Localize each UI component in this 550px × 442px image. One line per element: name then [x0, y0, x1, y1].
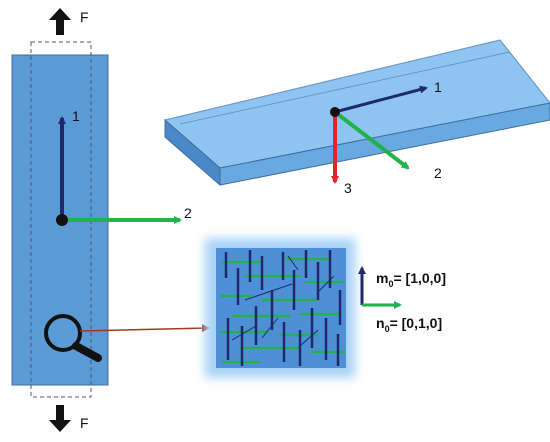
plate-axis-2-arrow — [333, 110, 410, 170]
plate-axis-1-arrow — [334, 85, 428, 114]
plate-axis-2-label: 2 — [434, 165, 442, 181]
plate-axis-1-label: 1 — [434, 79, 442, 95]
force-arrow-bottom — [49, 405, 71, 432]
plate-axis-3-label: 3 — [344, 180, 352, 196]
specimen-dashed-outline — [30, 41, 92, 398]
magnifying-glass-icon — [44, 314, 102, 362]
n0-label: n0= [0,1,0] — [376, 315, 442, 334]
magnifier-leader-arrow — [79, 324, 210, 333]
force-label-top: F — [80, 9, 89, 25]
fiber-network — [220, 250, 345, 366]
m0-label: m0= [1,0,0] — [376, 270, 446, 289]
force-arrow-top — [49, 8, 71, 35]
plate-3d — [163, 39, 550, 187]
specimen-origin-dot — [56, 214, 68, 226]
plate-origin-dot — [330, 107, 340, 117]
specimen-axis-1-label: 1 — [72, 108, 80, 124]
specimen-axis-2-label: 2 — [184, 205, 192, 221]
force-label-bottom: F — [80, 415, 89, 431]
